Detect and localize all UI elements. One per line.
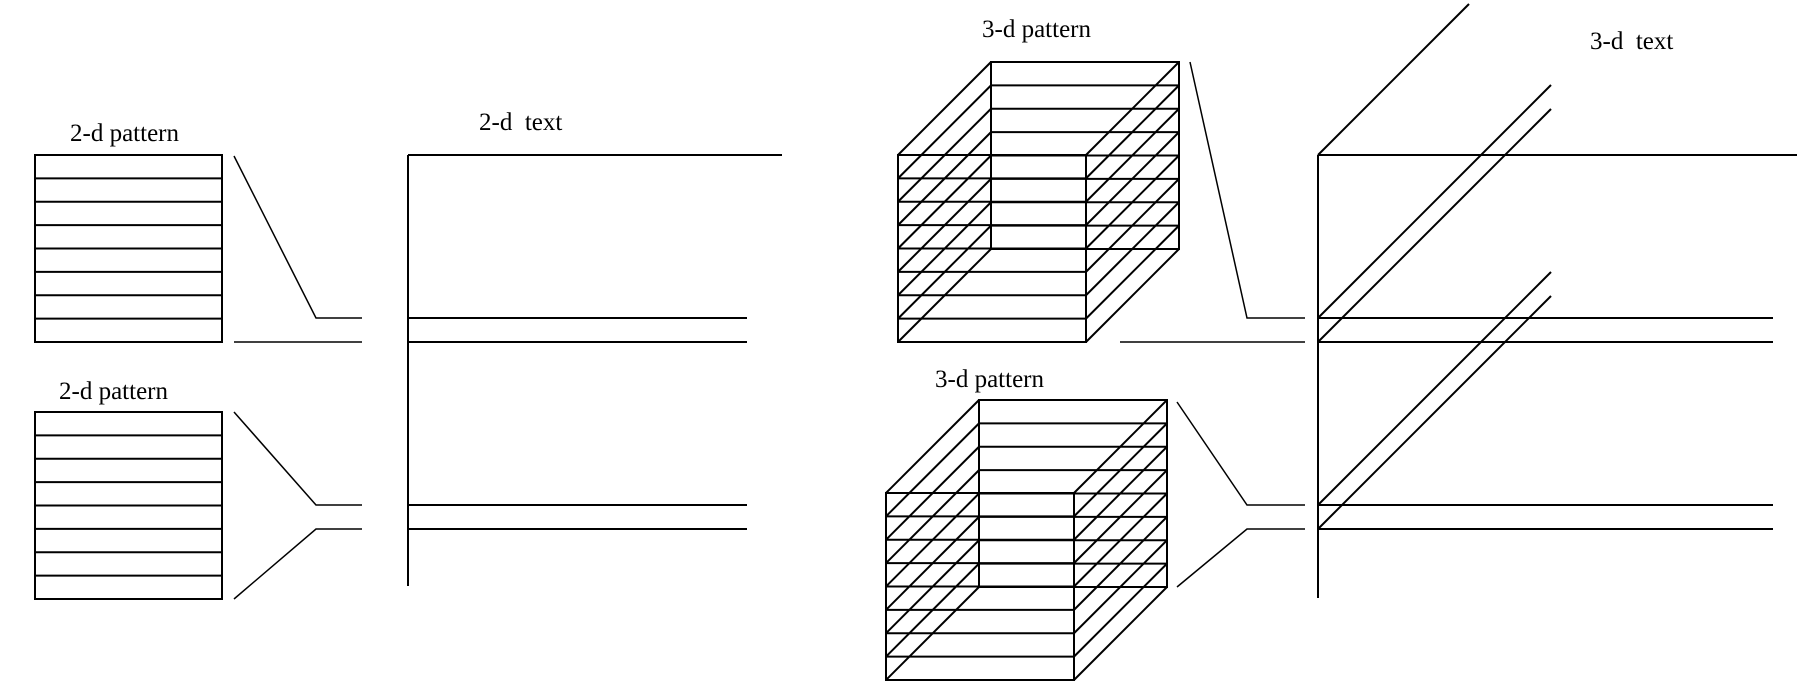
- pattern-3d-bottom: [885, 399, 1168, 681]
- cube-depth-edge: [885, 492, 980, 588]
- label-2d-text: 2-d text: [479, 109, 563, 136]
- cube-depth-edge: [897, 154, 992, 250]
- cube-depth-edge: [1073, 586, 1168, 681]
- cube-depth-edge: [885, 469, 980, 564]
- cube-depth-edge: [885, 516, 980, 611]
- cube-depth-edge: [897, 84, 992, 180]
- cube-depth-edge: [1085, 224, 1180, 320]
- text-2d-structure: [407, 154, 782, 586]
- pattern-2d-bottom: [34, 411, 223, 600]
- cube-depth-edge: [897, 248, 992, 343]
- cube-depth-edge: [897, 178, 992, 273]
- cube-depth-edge: [1085, 248, 1180, 343]
- cube-depth-edge: [885, 586, 980, 681]
- connector-2d-bottom: [233, 411, 362, 600]
- cube-depth-edge: [885, 422, 980, 518]
- label-2d-pattern-bottom: 2-d pattern: [59, 378, 168, 405]
- cube-depth-edge: [1073, 539, 1168, 634]
- label-3d-pattern-top: 3-d pattern: [982, 16, 1091, 43]
- cube-depth-edge: [897, 61, 992, 156]
- cube-depth-edge: [897, 131, 992, 226]
- cube-depth-edge: [897, 108, 992, 203]
- cube-depth-edge: [1073, 562, 1168, 658]
- cube-depth-edge: [885, 399, 980, 494]
- connector-3d-top: [1120, 61, 1305, 343]
- cube-depth-edge: [885, 562, 980, 658]
- label-3d-text: 3-d text: [1590, 28, 1674, 55]
- text-3d-structure: [1317, 3, 1797, 598]
- cube-depth-edge: [885, 446, 980, 541]
- cube-depth-edge: [897, 224, 992, 320]
- label-3d-pattern-bottom: 3-d pattern: [935, 366, 1044, 393]
- connector-3d-bottom: [1176, 401, 1305, 588]
- label-2d-pattern-top: 2-d pattern: [70, 120, 179, 147]
- connector-2d-top: [233, 155, 362, 343]
- cube-depth-edge: [885, 539, 980, 634]
- cube-depth-edge: [897, 201, 992, 296]
- pattern-3d-top: [897, 61, 1180, 343]
- pattern-2d-top: [34, 154, 223, 343]
- cube-depth-edge: [1085, 201, 1180, 296]
